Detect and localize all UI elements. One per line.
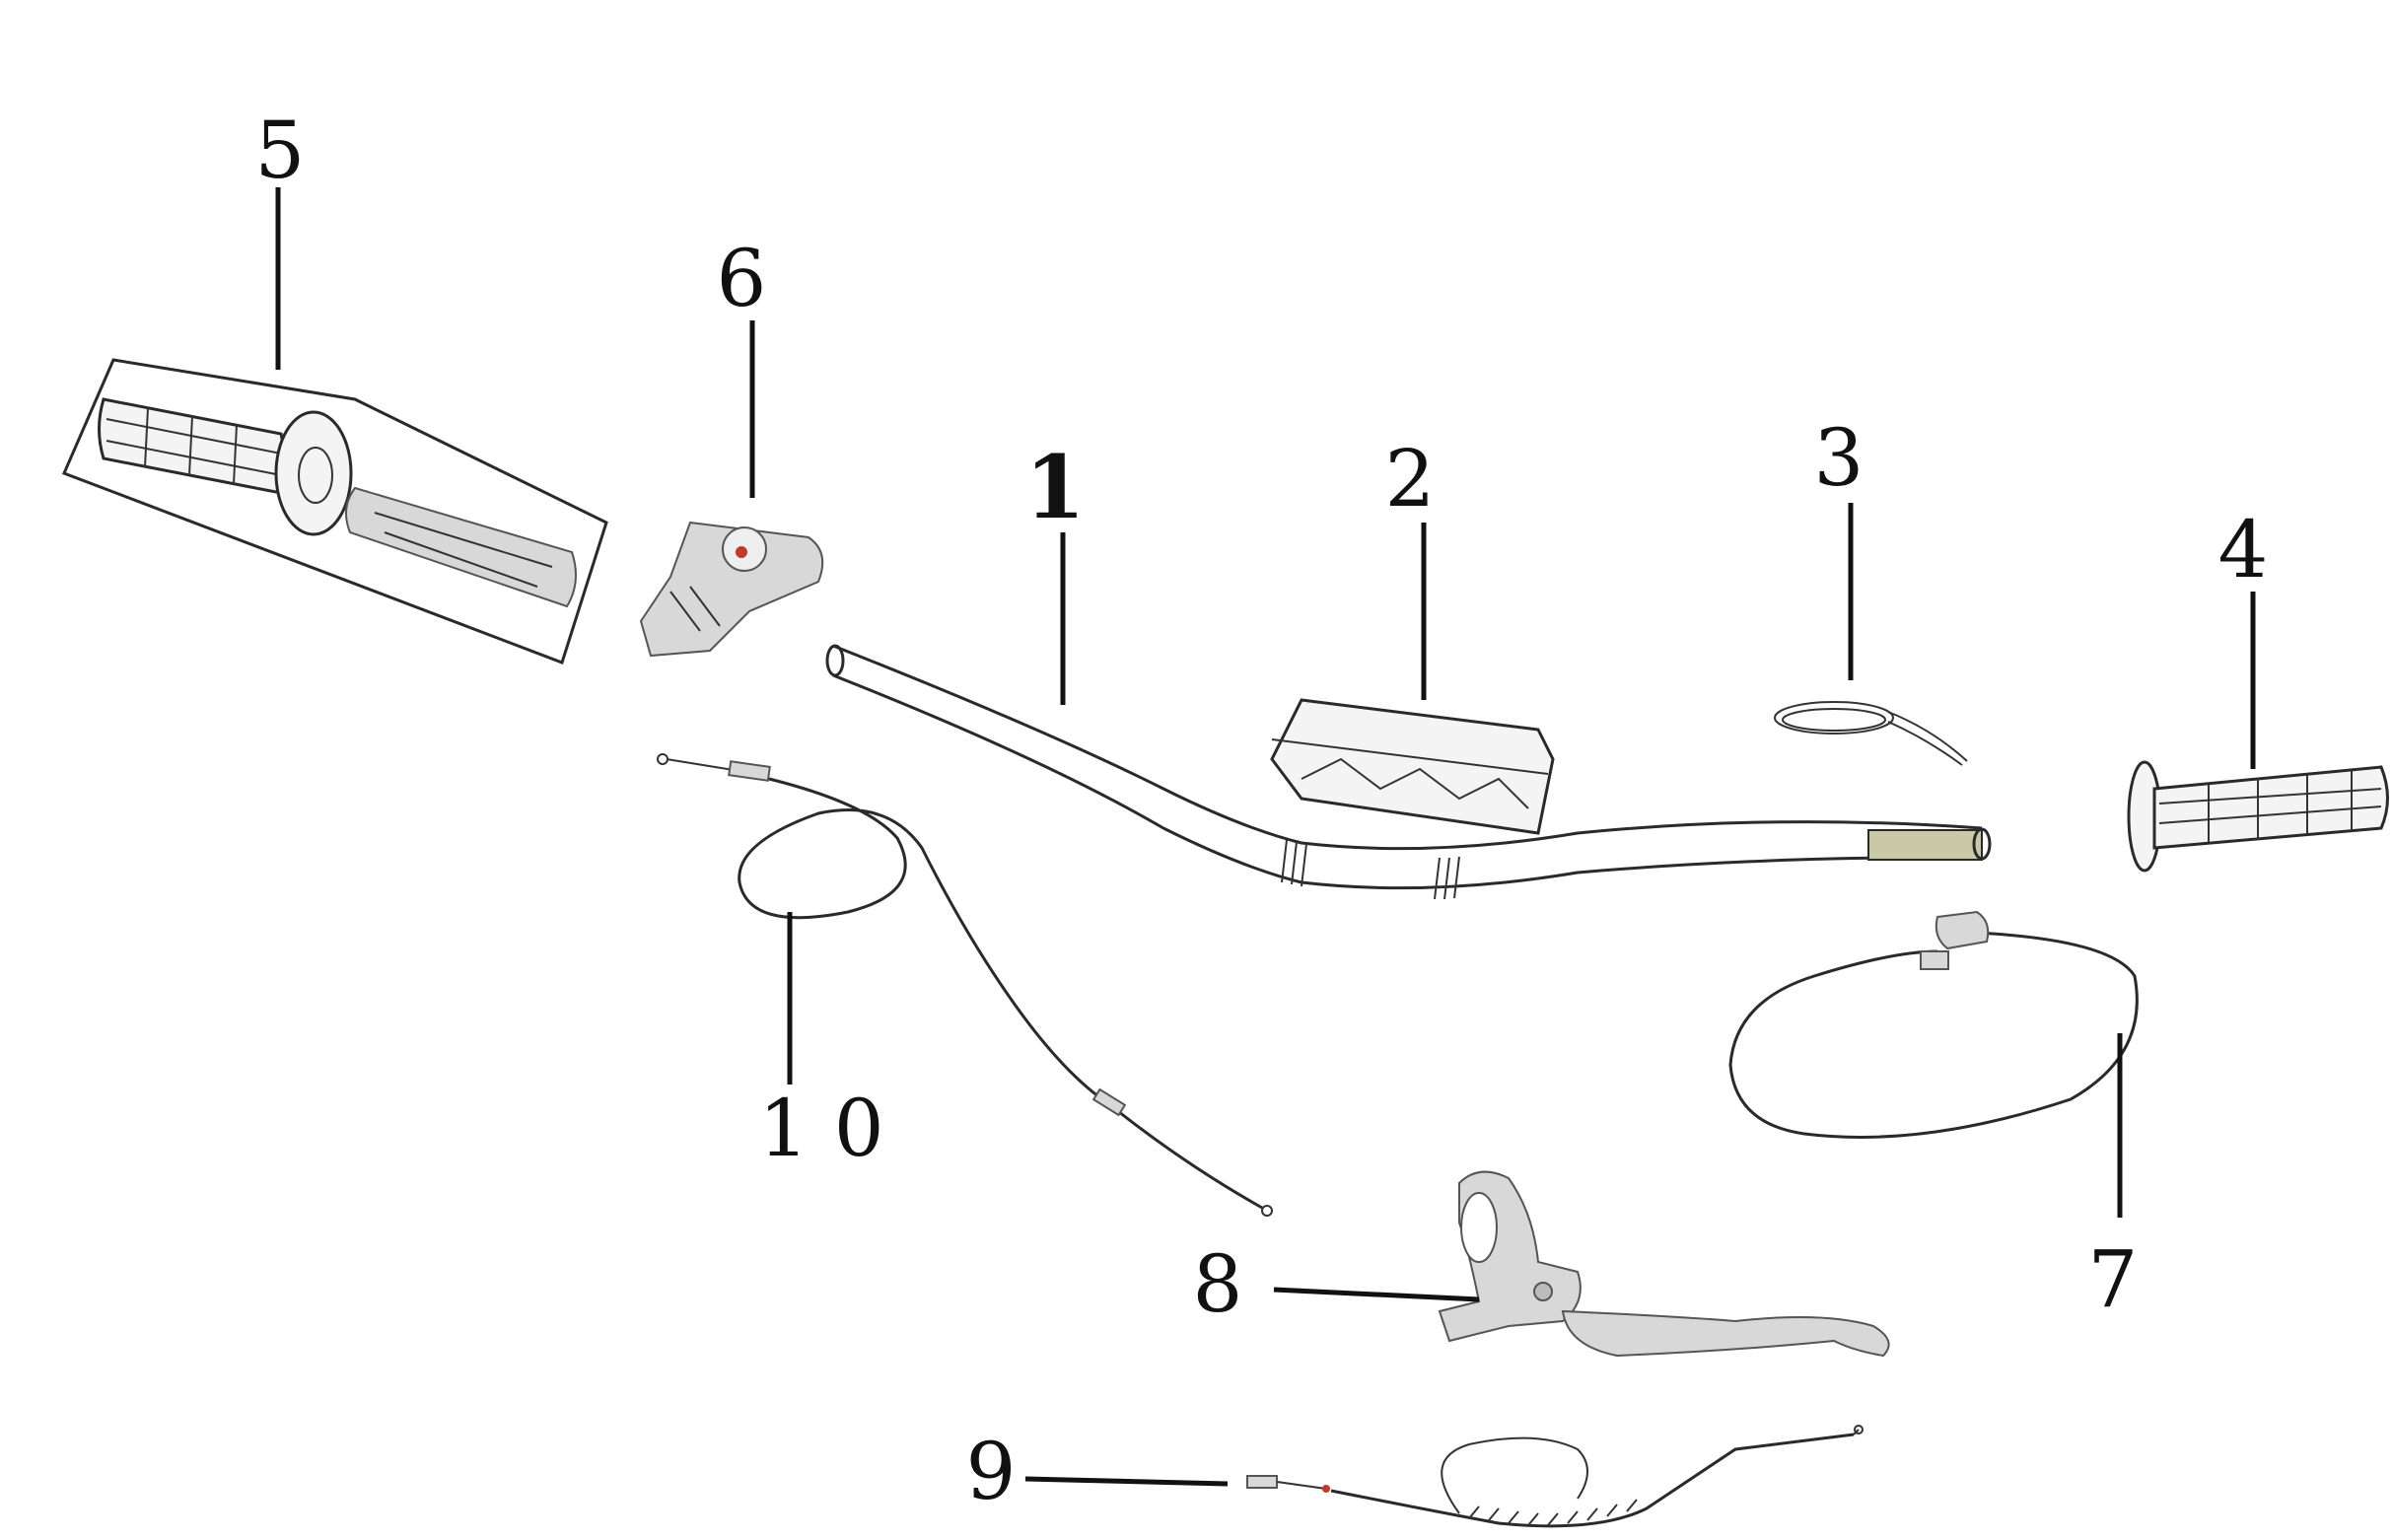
callout-8: 8 [1193, 1238, 1243, 1330]
callout-10: 1 0 [758, 1083, 883, 1174]
part-cable-tie [1774, 701, 1968, 766]
callout-numbers: 1 2 3 4 5 6 7 8 9 1 0 [255, 105, 2269, 1517]
callout-9: 9 [966, 1426, 1017, 1517]
bar-end-knurl [1867, 829, 1983, 861]
part-right-grip [2127, 760, 2389, 873]
callout-4: 4 [2218, 504, 2269, 595]
leader-9 [1024, 1476, 1229, 1487]
part-bar-pad [1270, 698, 1555, 835]
throttle-red-dot [736, 546, 747, 558]
leader-lines [275, 187, 2256, 1487]
part-handlebar [825, 644, 1992, 900]
part-kill-switch [1728, 910, 2139, 1139]
callout-6: 6 [717, 233, 767, 324]
callout-3: 3 [1814, 412, 1864, 504]
callout-1: 1 [1024, 436, 1085, 538]
callout-7: 7 [2088, 1233, 2139, 1325]
part-left-grip-set [61, 358, 608, 665]
part-clutch-cable [1246, 1425, 1864, 1528]
part-throttle-housing [639, 521, 824, 658]
callout-2: 2 [1385, 433, 1436, 525]
leader-8 [1273, 1287, 1480, 1302]
part-throttle-cable [657, 753, 1273, 1217]
clutch-cable-fitting [1322, 1485, 1330, 1493]
callout-5: 5 [255, 105, 306, 196]
part-clutch-lever [1438, 1170, 1890, 1358]
